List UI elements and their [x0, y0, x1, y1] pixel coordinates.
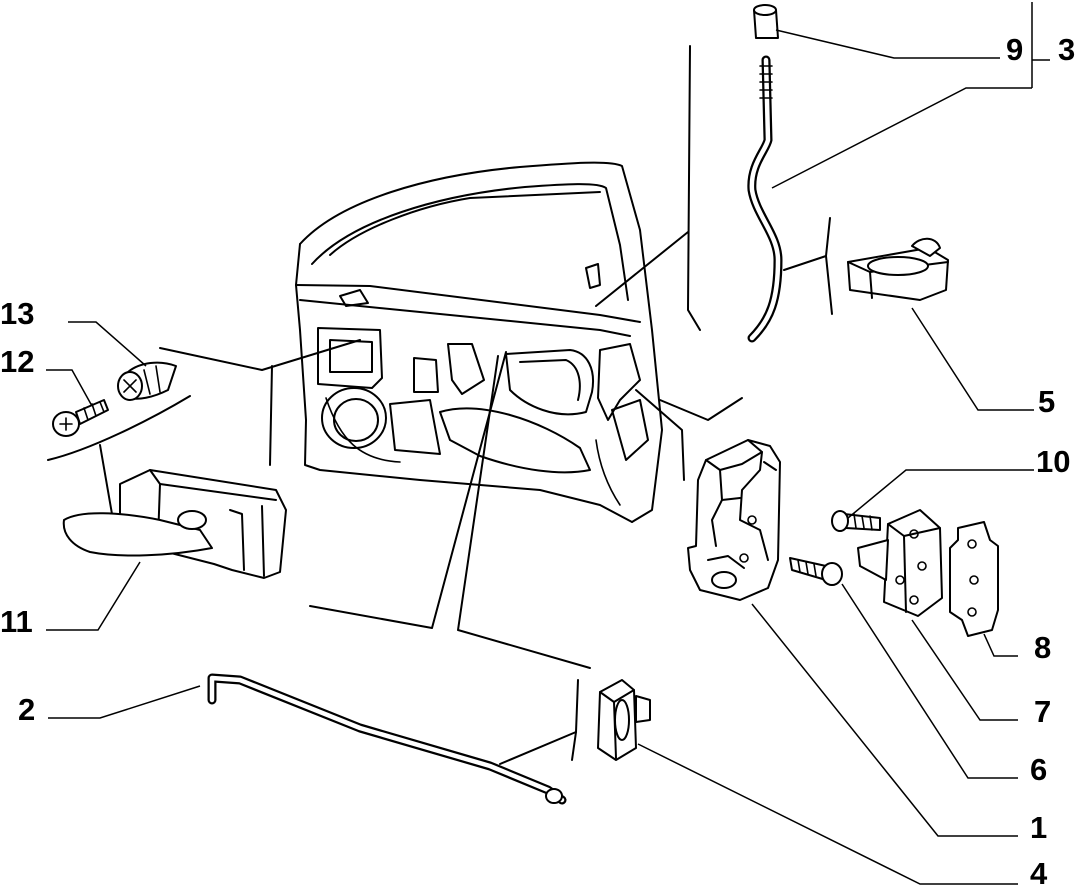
callout-2: 2: [18, 692, 35, 727]
callout-13: 13: [0, 296, 34, 331]
part-13-plug: [117, 361, 177, 401]
callout-12: 12: [0, 344, 34, 379]
part-8-plate: [949, 521, 999, 637]
callout-1: 1: [1030, 810, 1047, 845]
callout-5: 5: [1038, 384, 1055, 419]
callout-10: 10: [1036, 444, 1070, 479]
callout-3: 3: [1058, 32, 1075, 67]
part-6-screw: [789, 557, 843, 586]
part-5-clip: [847, 237, 949, 301]
part-9-cap: [753, 4, 779, 39]
part-2-rod: [207, 673, 567, 805]
leader-lines: [47, 45, 833, 765]
part-10-screw: [831, 510, 881, 532]
callout-leaders: [46, 2, 1050, 885]
part-7-striker: [857, 509, 943, 617]
part-1-lock: [687, 439, 781, 601]
callout-labels: 9 3 5 10 13 12 11 8 2 7 6 1 4: [0, 32, 1075, 886]
part-11-inner-handle: [62, 469, 287, 579]
callout-8: 8: [1034, 630, 1051, 665]
callout-4: 4: [1030, 856, 1048, 886]
part-12-screw: [52, 399, 109, 437]
part-3-rod: [747, 55, 783, 343]
callout-11: 11: [0, 604, 33, 639]
door-panel: [295, 161, 663, 523]
callout-6: 6: [1030, 752, 1047, 787]
callout-7: 7: [1034, 694, 1051, 729]
part-4-clip: [597, 679, 651, 761]
callout-9: 9: [1006, 32, 1023, 67]
